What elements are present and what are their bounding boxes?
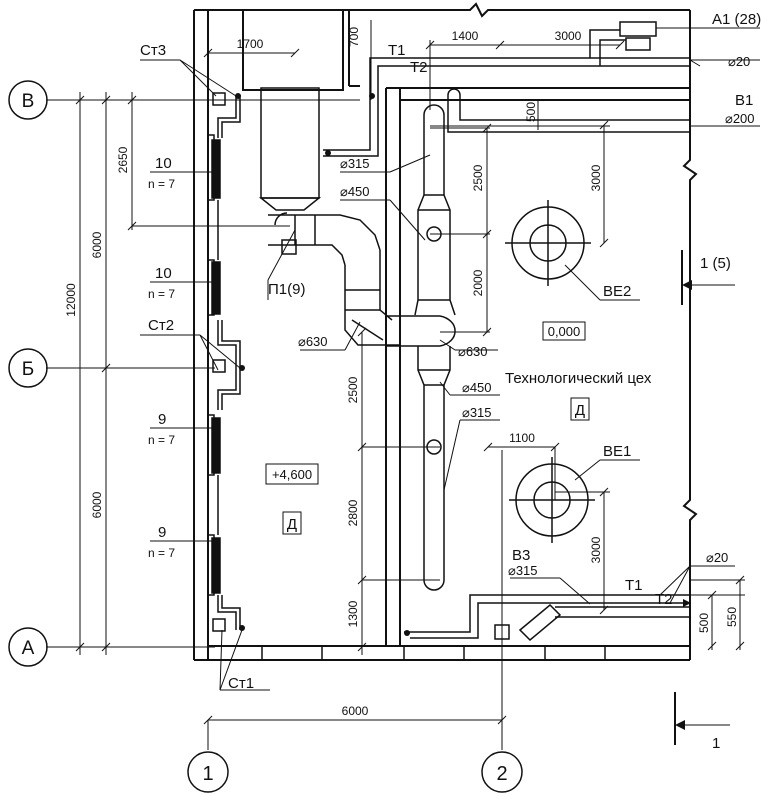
main-duct-vertical xyxy=(414,104,456,591)
dim-3000-top: 3000 xyxy=(555,29,582,43)
unit-a1 xyxy=(589,21,657,66)
label-dia630-left: ⌀630 xyxy=(298,334,328,349)
axis-label-row-b: Б xyxy=(22,359,34,380)
dim-2000: 2000 xyxy=(471,269,485,296)
axis-label-col-1: 1 xyxy=(202,763,213,785)
dim-500-top: 500 xyxy=(524,102,538,122)
label-t1-bot: Т1 xyxy=(625,577,643,594)
label-ve1: ВЕ1 xyxy=(603,443,631,460)
dim-3000-low: 3000 xyxy=(589,536,603,563)
label-st2: Ст2 xyxy=(148,317,174,334)
dim-550: 550 xyxy=(725,607,739,627)
label-rad2-count: n = 7 xyxy=(148,287,175,301)
radiators xyxy=(211,139,221,594)
label-t2-bot: Т2 xyxy=(655,591,673,608)
label-dia450-low: ⌀450 xyxy=(462,380,492,395)
label-rad4-count: n = 7 xyxy=(148,546,175,560)
level-zero-text: 0,000 xyxy=(548,324,581,339)
label-dia450-top: ⌀450 xyxy=(340,184,370,199)
riser-dots xyxy=(235,93,410,636)
dim-12000: 12000 xyxy=(64,283,78,317)
dim-1300: 1300 xyxy=(346,600,360,627)
label-v3: В3 xyxy=(512,547,530,564)
label-b1: В1 xyxy=(735,92,753,109)
level-box-upper: +4,600 xyxy=(265,463,319,485)
level-upper-text: +4,600 xyxy=(272,467,312,482)
axis-bubble-col-1: 1 xyxy=(187,751,229,793)
labels: А1 (28) Т1 Т2 ⌀20 В1 ⌀200 Ст3 10 n = 7 1… xyxy=(140,11,761,752)
section-mark-top xyxy=(681,250,735,305)
label-dia315-low: ⌀315 xyxy=(462,405,492,420)
label-dia20-top: ⌀20 xyxy=(728,54,750,69)
axis-bubble-row-a: А xyxy=(8,627,48,667)
label-rad3-n: 9 xyxy=(158,411,166,428)
label-dia315-top: ⌀315 xyxy=(340,156,370,171)
dim-6000-upper: 6000 xyxy=(90,231,104,258)
windows-west xyxy=(207,134,606,661)
category-right-text: Д xyxy=(575,402,585,419)
axis-label-col-2: 2 xyxy=(496,763,507,785)
axis-label-row-v: В xyxy=(22,91,35,112)
main-duct-horizontal xyxy=(385,315,456,347)
label-ve2: ВЕ2 xyxy=(603,283,631,300)
label-rad1-n: 10 xyxy=(155,155,172,172)
label-section-top: 1 (5) xyxy=(700,255,731,272)
label-a1: А1 (28) xyxy=(712,11,761,28)
label-shop: Технологический цех xyxy=(505,370,652,387)
label-st3: Ст3 xyxy=(140,42,166,59)
label-st1: Ст1 xyxy=(228,675,254,692)
label-dia630-right: ⌀630 xyxy=(458,344,488,359)
exhaust-duct-b1 xyxy=(447,88,690,133)
dim-2650: 2650 xyxy=(116,146,130,173)
label-rad2-n: 10 xyxy=(155,265,172,282)
fan-ve2 xyxy=(505,200,591,286)
section-mark-bottom xyxy=(674,692,730,745)
axis-bubble-row-v: В xyxy=(8,80,48,120)
dim-2800: 2800 xyxy=(346,499,360,526)
label-dia200: ⌀200 xyxy=(725,111,755,126)
label-t1-top: Т1 xyxy=(388,42,406,59)
label-dia20-bot: ⌀20 xyxy=(706,550,728,565)
axis-lines xyxy=(46,99,503,750)
label-rad4-n: 9 xyxy=(158,524,166,541)
supply-duct-p1 xyxy=(258,87,400,346)
category-box-left: Д xyxy=(282,511,302,535)
dim-3000-right: 3000 xyxy=(589,164,603,191)
dim-700: 700 xyxy=(347,27,361,47)
label-dia315-v3: ⌀315 xyxy=(508,563,538,578)
exhaust-duct-b3 xyxy=(494,599,691,642)
dim-6000-lower: 6000 xyxy=(90,491,104,518)
axis-label-row-a: А xyxy=(22,638,35,659)
category-left-text: Д xyxy=(287,516,297,533)
dim-500-bot: 500 xyxy=(697,613,711,633)
dim-1100: 1100 xyxy=(509,431,535,445)
label-t2-top: Т2 xyxy=(410,59,428,76)
label-section-bottom: 1 xyxy=(712,735,720,752)
category-box-right: Д xyxy=(570,397,590,421)
axis-bubble-row-b: Б xyxy=(8,348,48,388)
fan-ve1 xyxy=(509,457,595,543)
label-p1: П1(9) xyxy=(268,281,305,298)
dim-2500-b: 2500 xyxy=(346,376,360,403)
dim-2500-a: 2500 xyxy=(471,164,485,191)
leader-lines xyxy=(140,27,760,691)
dim-1400: 1400 xyxy=(452,29,479,43)
dim-6000-bottom: 6000 xyxy=(342,704,369,718)
dim-1700: 1700 xyxy=(237,37,264,51)
axis-bubble-col-2: 2 xyxy=(481,751,523,793)
level-box-zero: 0,000 xyxy=(542,321,586,341)
label-rad1-count: n = 7 xyxy=(148,177,175,191)
dimension-texts: 1700 700 1400 3000 500 3000 2500 2000 26… xyxy=(64,27,739,718)
label-rad3-count: n = 7 xyxy=(148,433,175,447)
